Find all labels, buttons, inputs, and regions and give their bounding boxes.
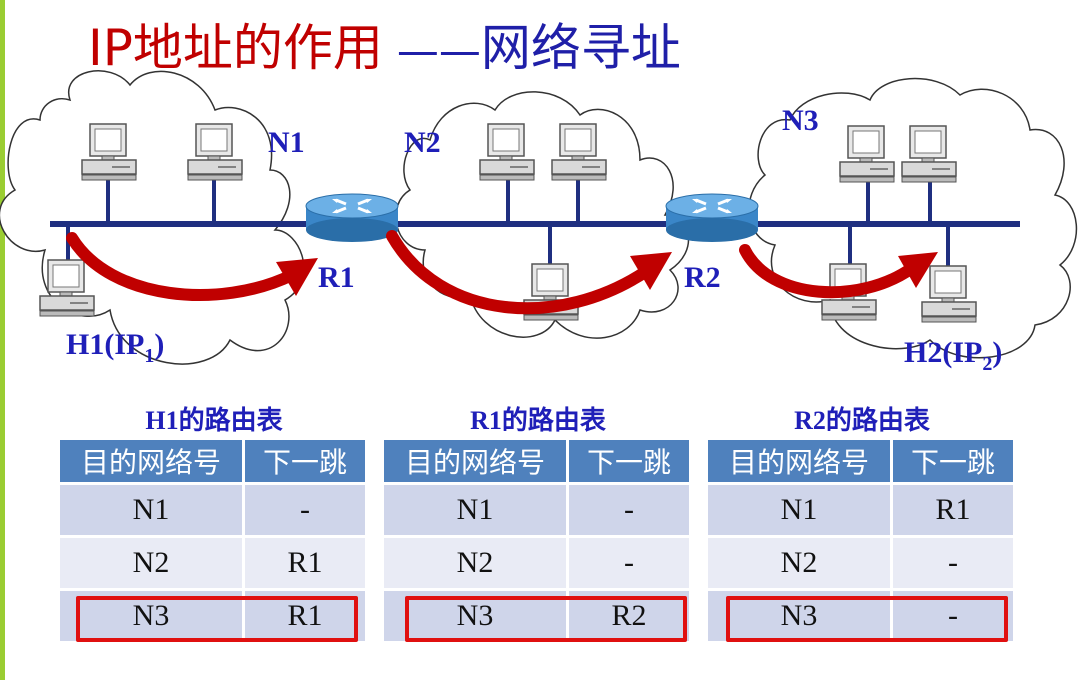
table-header: 下一跳 [245,440,365,482]
table-header: 下一跳 [893,440,1013,482]
table-header: 目的网络号 [60,440,242,482]
table-row: N2 R1 [60,538,365,588]
table-row: N2 - [708,538,1013,588]
table-cell: N1 [708,485,890,535]
network-label-n3: N3 [782,104,819,137]
cloud-n1 [0,70,305,365]
table-caption-h1: H1的路由表 [145,406,283,435]
page-title: IP地址的作用 ——网络寻址 [88,18,681,81]
table-header: 下一跳 [569,440,689,482]
network-label-n2: N2 [404,126,441,159]
title-main: IP地址的作用 [88,19,383,77]
table-row: N2 - [384,538,689,588]
route-arrows [66,230,918,315]
highlight-box [726,596,1008,642]
table-cell: N2 [384,538,566,588]
router-label-r2: R2 [684,261,721,294]
title-subtitle: 网络寻址 [480,19,681,77]
table-row: N1 - [60,485,365,535]
table-caption-r2: R2的路由表 [794,406,930,435]
table-cell: - [245,485,365,535]
table-cell: N2 [60,538,242,588]
network-label-n1: N1 [268,126,305,159]
table-row: N1 - [384,485,689,535]
table-row: N1 R1 [708,485,1013,535]
arrow-heads [276,252,938,296]
table-cell: R1 [893,485,1013,535]
router-icon [304,192,400,244]
table-cell: - [893,538,1013,588]
table-cell: N2 [708,538,890,588]
highlight-box [405,596,687,642]
title-dash: —— [396,26,481,75]
table-cell: N1 [60,485,242,535]
table-cell: - [569,538,689,588]
table-header: 目的网络号 [384,440,566,482]
table-cell: N1 [384,485,566,535]
host-label-h2: H2(IP2) [904,336,1002,375]
host-drop-lines [66,180,950,268]
highlight-box [76,596,358,642]
table-caption-r1: R1的路由表 [470,406,606,435]
host-label-h1: H1(IP1) [66,328,164,367]
router-icon [664,192,760,244]
table-cell: - [569,485,689,535]
network-diagram: N1 N2 N3 R1 R2 H1(IP1) H2(IP2) [0,70,1078,375]
left-accent-bar [0,0,5,680]
table-cell: R1 [245,538,365,588]
router-label-r1: R1 [318,261,355,294]
cloud-n2 [395,91,690,339]
table-header: 目的网络号 [708,440,890,482]
